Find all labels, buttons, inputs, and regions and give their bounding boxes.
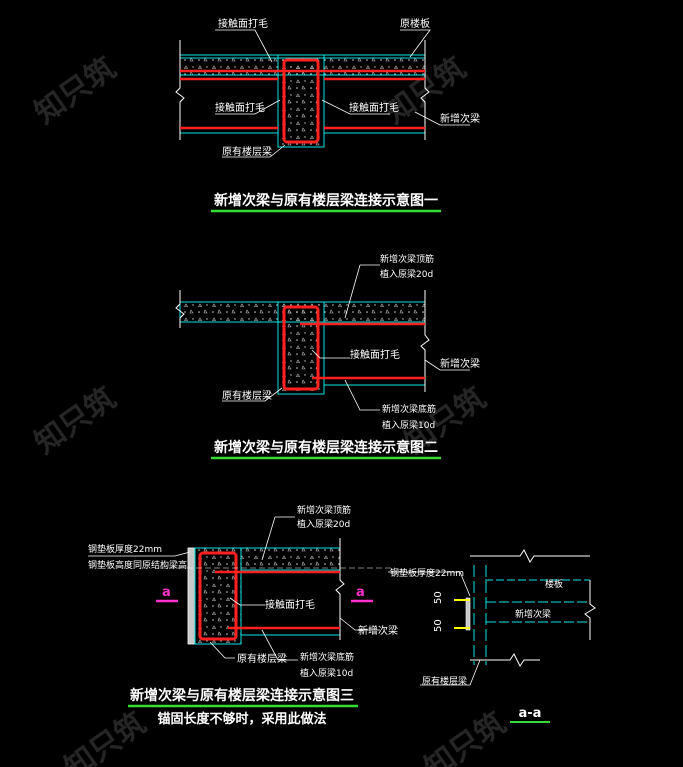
label-orig-slab: 原楼板 [400, 17, 430, 30]
dim-top: 50 [433, 591, 444, 604]
stirrup [198, 551, 238, 641]
existing-beam [194, 547, 242, 645]
label-new-beam: 新增次梁 [440, 112, 480, 125]
dim-bottom: 50 [433, 619, 444, 632]
label-top-bar: 新增次梁顶筋 [297, 504, 351, 516]
label-top-anchor: 植入原梁20d [297, 518, 350, 530]
diagram-3: a a 钢垫板厚度22mm 钢垫板高度同原结构梁高 新增次梁顶筋 植入原梁20d… [88, 504, 398, 727]
label-orig-beam: 原有楼层梁 [237, 652, 287, 665]
label-orig-beam: 原有楼层梁 [222, 145, 272, 158]
label-bottom-anchor: 植入原梁10d [382, 419, 435, 431]
steel-plate [187, 547, 196, 645]
label-plate-height: 钢垫板高度同原结构梁高 [88, 559, 187, 571]
section-mark-right: a [356, 585, 365, 600]
existing-slab [240, 547, 341, 571]
label-slab: 楼板 [545, 578, 563, 590]
diagram-3-title: 新增次梁与原有楼层梁连接示意图三 [130, 687, 354, 704]
label-bottom-anchor: 植入原梁10d [300, 667, 353, 679]
watermark-text: 知只筑 [29, 51, 123, 131]
break-line-right [420, 290, 430, 392]
steel-plate [465, 597, 471, 631]
label-plate-thk: 钢垫板厚度22mm [390, 567, 464, 579]
watermark-text: 知只筑 [419, 706, 513, 767]
label-new-beam: 新增次梁 [440, 357, 480, 370]
diagram-1: 接触面打毛 原楼板 接触面打毛 接触面打毛 新增次梁 原有楼层梁 新增次梁与原有… [175, 17, 480, 213]
label-top-bar: 新增次梁顶筋 [380, 253, 434, 265]
watermark-text: 知只筑 [59, 706, 153, 767]
diagram-2-title: 新增次梁与原有楼层梁连接示意图二 [214, 439, 438, 456]
label-bottom-bar: 新增次梁底筋 [300, 651, 354, 663]
label-new-beam: 新增次梁 [515, 608, 551, 620]
section-aa-title: a-a [519, 706, 542, 721]
stirrup [282, 305, 320, 391]
label-top-anchor: 植入原梁20d [380, 268, 433, 280]
watermark-text: 知只筑 [29, 381, 123, 461]
diagram-2: 新增次梁顶筋 植入原梁20d 接触面打毛 新增次梁 原有楼层梁 新增次梁底筋 植… [175, 253, 480, 460]
break-line-left [175, 290, 185, 328]
label-contact-left: 接触面打毛 [215, 101, 265, 114]
diagram-3-subtitle: 锚固长度不够时，采用此做法 [157, 711, 326, 727]
section-aa: 50 50 钢垫板厚度22mm 楼板 新增次梁 原有楼层梁 a-a [388, 549, 596, 723]
label-new-beam: 新增次梁 [358, 624, 398, 637]
label-orig-beam: 原有楼层梁 [422, 675, 467, 687]
label-contact: 接触面打毛 [350, 348, 400, 361]
stirrup [282, 58, 320, 144]
label-orig-beam: 原有楼层梁 [222, 389, 272, 402]
section-mark-left: a [162, 585, 171, 600]
label-contact-right: 接触面打毛 [349, 101, 399, 114]
label-contact-top: 接触面打毛 [218, 17, 268, 30]
diagram-1-title: 新增次梁与原有楼层梁连接示意图一 [214, 192, 438, 209]
label-bottom-bar: 新增次梁底筋 [382, 403, 436, 415]
label-contact: 接触面打毛 [265, 598, 315, 611]
label-plate-thk: 钢垫板厚度22mm [88, 543, 162, 555]
